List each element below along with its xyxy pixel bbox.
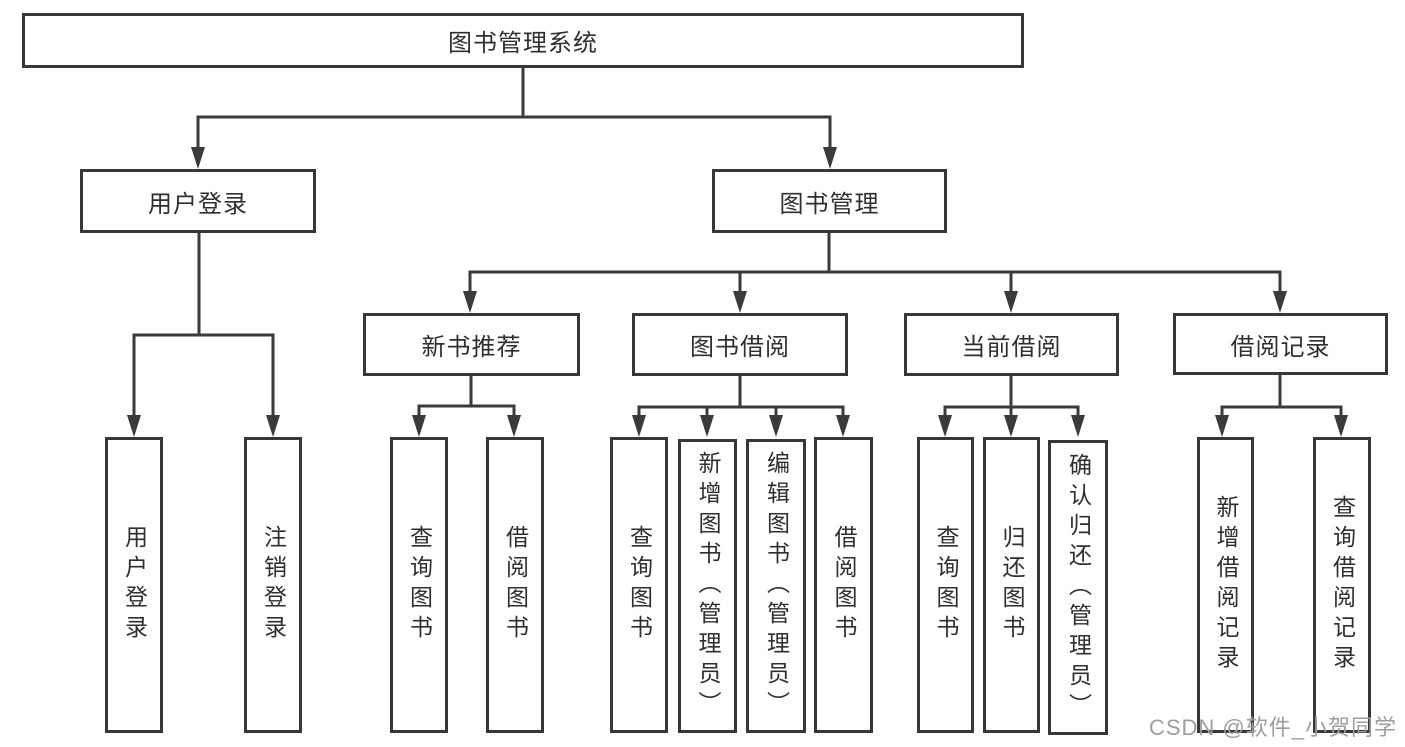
node-root-system: 图书管理系统	[22, 13, 1024, 68]
csdn-watermark: CSDN @软件_小贺同学	[1148, 715, 1397, 740]
leaf-query-book-current: 查询图书	[917, 437, 974, 733]
leaf-logout-login: 注销登录	[244, 437, 302, 733]
leaf-query-book-recommend: 查询图书	[390, 437, 448, 733]
leaf-confirm-return-admin: 确认归还（管理员）	[1048, 440, 1108, 735]
connector-new-book-children	[412, 375, 521, 437]
connector-book-borrow-children	[632, 375, 850, 437]
leaf-return-book: 归还图书	[983, 437, 1040, 733]
node-book-borrow: 图书借阅	[632, 313, 848, 376]
leaf-query-borrow-record: 查询借阅记录	[1313, 437, 1371, 733]
connector-book-management-sections	[463, 232, 1287, 313]
leaf-add-borrow-record: 新增借阅记录	[1197, 437, 1254, 733]
leaf-borrow-book-recommend: 借阅图书	[486, 437, 544, 733]
leaf-add-book-admin: 新增图书（管理员）	[678, 439, 737, 733]
leaf-query-book-borrow: 查询图书	[610, 437, 668, 733]
node-borrow-records: 借阅记录	[1173, 313, 1388, 375]
leaf-edit-book-admin: 编辑图书（管理员）	[746, 439, 806, 733]
connector-borrow-records-children	[1215, 375, 1348, 437]
node-current-borrow: 当前借阅	[904, 313, 1119, 376]
connector-root-to-level2	[191, 67, 837, 169]
node-book-management: 图书管理	[712, 169, 947, 233]
node-user-login: 用户登录	[80, 169, 316, 233]
leaf-borrow-book: 借阅图书	[814, 437, 873, 733]
connector-current-borrow-children	[938, 375, 1085, 437]
connector-user-login-children	[127, 232, 280, 437]
node-new-book-recommend: 新书推荐	[363, 313, 580, 376]
leaf-user-login: 用户登录	[105, 437, 163, 733]
